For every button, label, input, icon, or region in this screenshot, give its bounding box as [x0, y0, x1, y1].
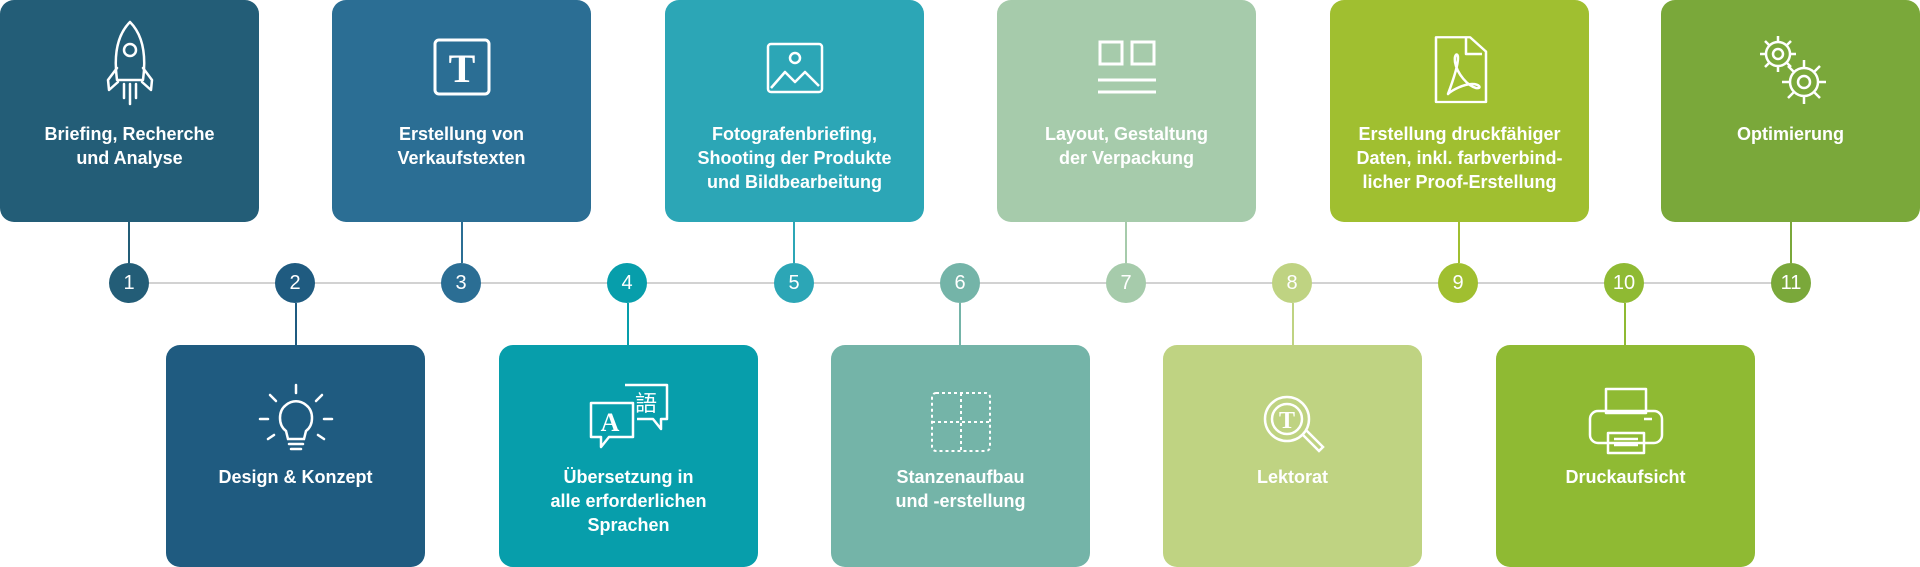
text-icon: T	[332, 18, 591, 118]
translate-icon: A 語	[499, 381, 758, 461]
step-card-3: T Erstellung von Verkaufstexten	[332, 0, 591, 222]
step-card-4: A 語 Übersetzung in alle erforderlichen S…	[499, 345, 758, 567]
step-label-11: Optimierung	[1737, 124, 1844, 144]
step-card-1: Briefing, Recherche und Analyse	[0, 0, 259, 222]
svg-text:T: T	[1278, 408, 1294, 434]
step-label-7: Layout, Gestaltung der Verpackung	[1044, 124, 1208, 168]
step-node-6: 6	[940, 263, 980, 303]
step-label-8: Lektorat	[1256, 467, 1328, 487]
step-card-8: T Lektorat	[1163, 345, 1422, 567]
step-card-6: Stanzenaufbau und -erstellung	[831, 345, 1090, 567]
connector-9	[1458, 222, 1460, 263]
layout-icon	[997, 18, 1256, 118]
connector-3	[461, 222, 463, 263]
step-node-5: 5	[774, 263, 814, 303]
connector-11	[1790, 222, 1792, 263]
step-card-9: Erstellung druckfähiger Daten, inkl. far…	[1330, 0, 1589, 222]
step-label-1: Briefing, Recherche und Analyse	[44, 124, 215, 168]
step-label-2: Design & Konzept	[218, 467, 373, 487]
magnifier-text-icon: T	[1163, 381, 1422, 461]
step-node-9: 9	[1438, 263, 1478, 303]
step-card-5: Fotografenbriefing, Shooting der Produkt…	[665, 0, 924, 222]
lightbulb-icon	[166, 381, 425, 461]
image-icon	[665, 18, 924, 118]
connector-4	[627, 303, 629, 345]
gears-icon	[1661, 18, 1920, 118]
step-node-4: 4	[607, 263, 647, 303]
step-node-2: 2	[275, 263, 315, 303]
step-card-11: Optimierung	[1661, 0, 1920, 222]
step-label-9: Erstellung druckfähiger Daten, inkl. far…	[1356, 124, 1563, 192]
svg-text:A: A	[600, 408, 619, 437]
connector-10	[1624, 303, 1626, 345]
connector-2	[295, 303, 297, 345]
step-node-1: 1	[109, 263, 149, 303]
step-node-11: 11	[1771, 263, 1811, 303]
step-label-3: Erstellung von Verkaufstexten	[397, 124, 526, 168]
pdf-file-icon	[1330, 18, 1589, 118]
connector-6	[959, 303, 961, 345]
rocket-icon	[0, 18, 259, 118]
connector-1	[128, 222, 130, 263]
svg-text:T: T	[448, 46, 475, 91]
printer-icon	[1496, 381, 1755, 461]
step-label-5: Fotografenbriefing, Shooting der Produkt…	[697, 124, 892, 192]
step-card-2: Design & Konzept	[166, 345, 425, 567]
step-node-3: 3	[441, 263, 481, 303]
connector-5	[793, 222, 795, 263]
step-card-7: Layout, Gestaltung der Verpackung	[997, 0, 1256, 222]
step-node-8: 8	[1272, 263, 1312, 303]
connector-7	[1125, 222, 1127, 263]
step-label-10: Druckaufsicht	[1565, 467, 1686, 487]
step-label-4: Übersetzung in alle erforderlichen Sprac…	[550, 467, 707, 535]
svg-text:語: 語	[634, 392, 656, 417]
dieline-icon	[831, 381, 1090, 461]
connector-8	[1292, 303, 1294, 345]
step-node-7: 7	[1106, 263, 1146, 303]
step-label-6: Stanzenaufbau und -erstellung	[895, 467, 1026, 511]
step-node-10: 10	[1604, 263, 1644, 303]
step-card-10: Druckaufsicht	[1496, 345, 1755, 567]
